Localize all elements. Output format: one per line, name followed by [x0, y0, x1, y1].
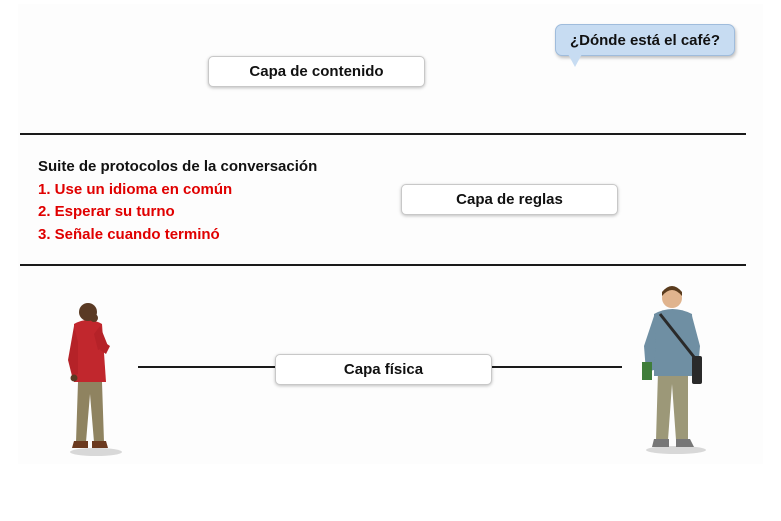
- content-layer-label: Capa de contenido: [208, 56, 425, 87]
- student-with-bag-icon: [636, 284, 716, 461]
- protocol-suite-heading: Suite de protocolos de la conversación: [38, 158, 318, 175]
- protocol-rule-1: 1. Use un idioma en común: [38, 180, 233, 198]
- protocol-rule-2: 2. Esperar su turno: [38, 203, 175, 220]
- layer-divider-top: [20, 133, 746, 135]
- speech-bubble: ¿Dónde está el café?: [555, 24, 735, 56]
- protocol-rule-3: 3. Señale cuando terminó: [38, 225, 220, 243]
- protocol-suite: Suite de protocolos de la conversación 1…: [38, 156, 317, 246]
- physical-link-right: [492, 366, 622, 368]
- person-on-phone-icon: [60, 302, 130, 463]
- physical-layer-label: Capa física: [275, 354, 492, 385]
- physical-link-left: [138, 366, 278, 368]
- rules-layer-label: Capa de reglas: [401, 184, 618, 215]
- speech-bubble-tail: [568, 54, 582, 67]
- layer-divider-bottom: [20, 264, 746, 266]
